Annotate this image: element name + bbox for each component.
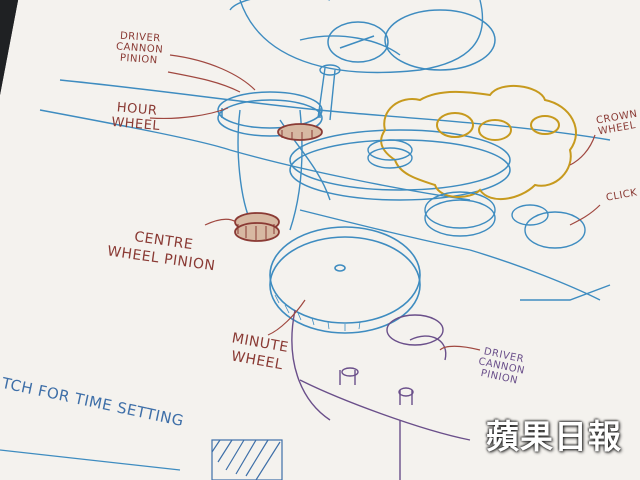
centre-wheel-drawing	[289, 129, 511, 201]
time-setting-underline	[0, 449, 181, 471]
top-disc	[327, 9, 496, 71]
watermark-logo: 蘋果日報	[486, 417, 622, 456]
minute-wheel-teeth	[274, 294, 361, 331]
plate-lines	[39, 0, 611, 301]
gold-ratchet-drawing	[380, 84, 577, 201]
pinion-teeth	[237, 130, 313, 240]
hatched-block	[211, 439, 283, 480]
purple-lower-drawing	[291, 309, 471, 480]
paper-shadow	[0, 0, 19, 95]
label-hour-wheel: HOUR WHEEL	[110, 100, 161, 135]
label-driver-cannon-pinion-top: DRIVER CANNON PINION	[115, 30, 164, 67]
minute-wheel-drawing	[269, 226, 421, 334]
leader-lines	[149, 54, 601, 351]
small-wheels-drawing	[367, 139, 586, 249]
